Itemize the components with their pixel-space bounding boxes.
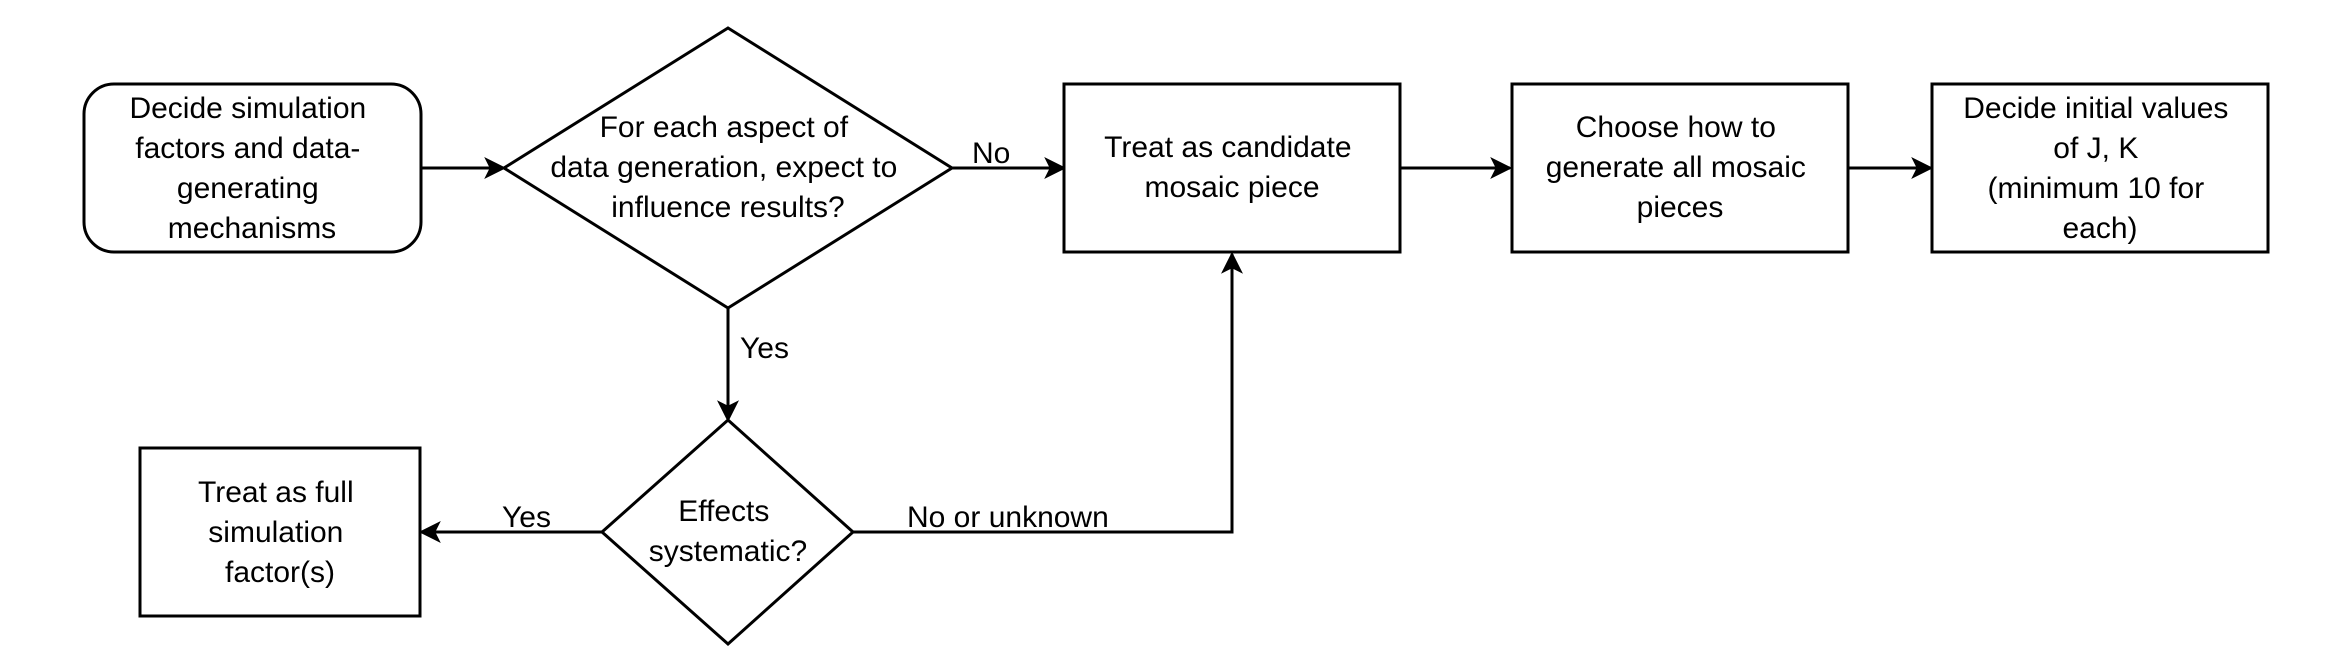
full-factor-node bbox=[138, 446, 422, 618]
candidate-node-line: mosaic piece bbox=[1144, 171, 1319, 204]
full-factor-node-line: Treat as full bbox=[198, 476, 354, 509]
start-node-line: generating bbox=[177, 172, 319, 205]
decision2-text: Effects systematic? bbox=[649, 495, 807, 568]
initial-node-line: of J, K bbox=[2053, 132, 2138, 165]
candidate-node-text: Treat as candidate mosaic piece bbox=[1104, 131, 1360, 204]
choose-node-line: Choose how to bbox=[1576, 111, 1776, 144]
start-node bbox=[82, 82, 423, 254]
decision1-text: For each aspect of data generation, expe… bbox=[550, 111, 905, 224]
decision2-node bbox=[599, 417, 856, 647]
initial-node-text: Decide initial values of J, K (minimum 1… bbox=[1963, 92, 2236, 245]
initial-node bbox=[1930, 82, 2270, 254]
start-node-line: Decide simulation bbox=[129, 92, 366, 125]
choose-node bbox=[1510, 82, 1850, 254]
edge-label-d1-no: No bbox=[972, 137, 1010, 170]
initial-node-line: Decide initial values bbox=[1963, 92, 2228, 125]
decision1-node bbox=[501, 26, 955, 310]
candidate-node-line: Treat as candidate bbox=[1104, 131, 1351, 164]
choose-node-line: pieces bbox=[1637, 191, 1724, 224]
start-node-line: factors and data- bbox=[135, 132, 360, 165]
choose-node-text: Choose how to generate all mosaic pieces bbox=[1546, 111, 1815, 224]
decision2-line: systematic? bbox=[649, 535, 807, 568]
choose-node-line: generate all mosaic bbox=[1546, 151, 1806, 184]
full-factor-node-line: factor(s) bbox=[225, 556, 335, 589]
candidate-node bbox=[1062, 82, 1402, 254]
edge-label-d1-yes: Yes bbox=[740, 332, 789, 365]
start-node-text: Decide simulation factors and data- gene… bbox=[129, 92, 374, 245]
full-factor-node-line: simulation bbox=[208, 516, 343, 549]
edge-label-d2-no: No or unknown bbox=[907, 501, 1109, 534]
initial-node-line: each) bbox=[2062, 212, 2137, 245]
decision1-line: For each aspect of bbox=[600, 111, 849, 144]
decision1-line: influence results? bbox=[611, 191, 844, 224]
edge-label-d2-yes: Yes bbox=[502, 501, 551, 534]
initial-node-line: (minimum 10 for bbox=[1987, 172, 2204, 205]
start-node-line: mechanisms bbox=[168, 212, 336, 245]
edge-decision2-no-to-candidate bbox=[853, 251, 1243, 534]
decision2-line: Effects bbox=[678, 495, 769, 528]
decision1-line: data generation, expect to bbox=[550, 151, 897, 184]
full-factor-node-text: Treat as full simulation factor(s) bbox=[198, 476, 362, 589]
